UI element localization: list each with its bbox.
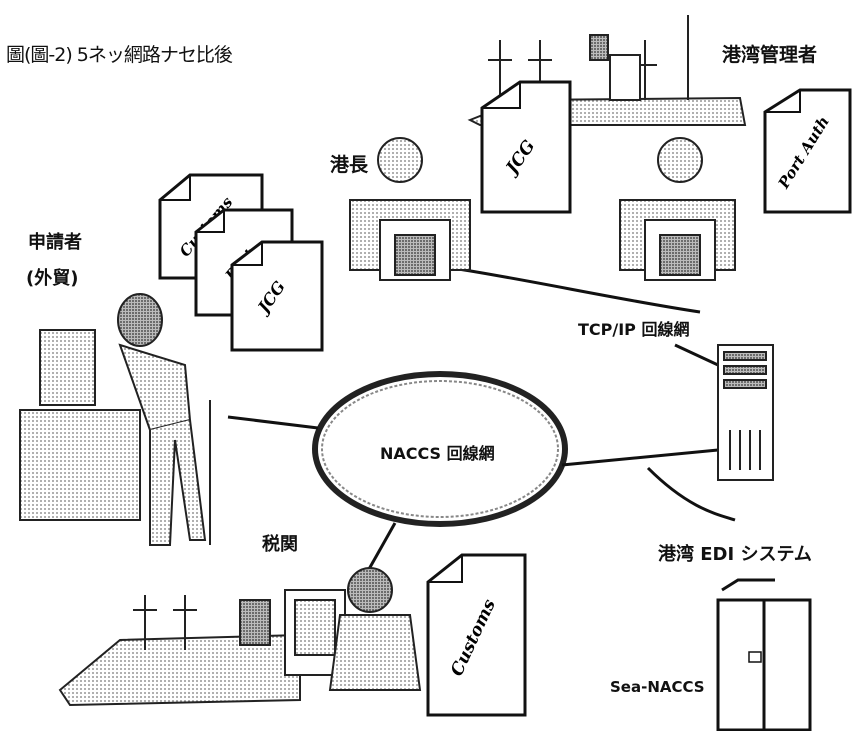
label-tcpip-network: TCP/IP 回線網 [578, 320, 690, 339]
network-lines [227, 266, 736, 586]
document-icon-jcg-top [480, 80, 572, 214]
label-harbor-master: 港長 [330, 154, 369, 176]
document-icon-port-auth [763, 88, 852, 214]
computer-icon-port-admin [619, 137, 736, 281]
computer-icon-harbor-master [349, 137, 471, 281]
server-icon-sea-naccs [716, 578, 812, 731]
label-sea-naccs: Sea-NACCS [610, 678, 705, 696]
label-naccs-network: NACCS 回線網 [380, 444, 495, 463]
label-port-edi: 港湾 EDI システム [658, 544, 812, 565]
label-applicant: 申請者 [28, 232, 82, 253]
label-port-admin: 港湾管理者 [722, 44, 818, 66]
naccs-network-ellipse [312, 371, 568, 527]
server-icon-port-edi [717, 344, 774, 481]
diagram-title: 圖(圖-2) 5ネッ網路ナセ比後 [6, 44, 233, 66]
label-customs-office: 税関 [262, 534, 298, 555]
document-icon-customs-bottom [426, 553, 527, 717]
person-icon-customs-officer [284, 567, 422, 691]
person-icon-applicant [19, 293, 211, 546]
ship-icon-bottom [58, 595, 301, 707]
document-icon-jcg-stack [230, 240, 324, 352]
label-applicant-sub: (外貿) [26, 268, 79, 289]
